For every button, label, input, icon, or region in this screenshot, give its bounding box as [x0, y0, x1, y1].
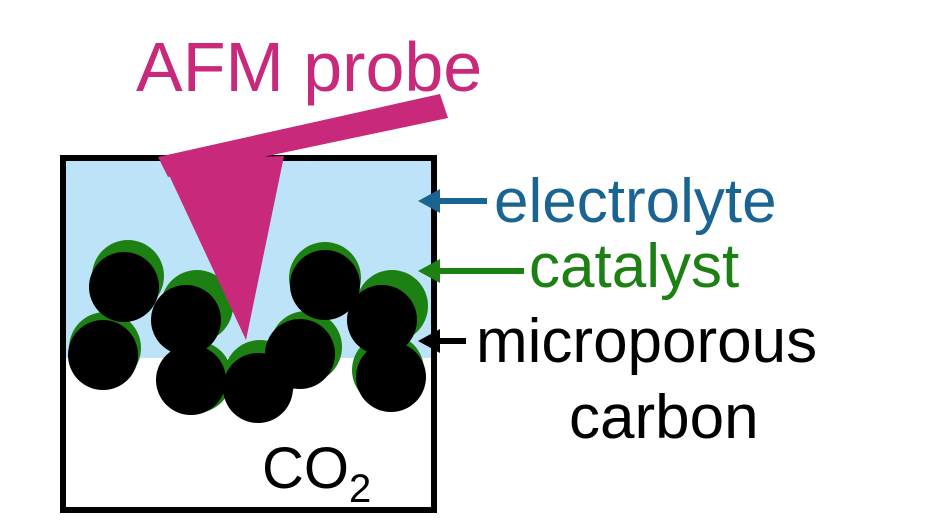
label-arrows — [418, 189, 524, 353]
carbon-particle — [290, 250, 360, 320]
carbon-particle — [68, 320, 138, 390]
carbon-label-line2: carbon — [569, 383, 759, 452]
afm-tip — [162, 156, 284, 340]
gas-label-main: CO — [262, 436, 349, 501]
carbon-particle — [89, 252, 159, 322]
afm-cantilever — [158, 94, 448, 177]
electrolyte-label: electrolyte — [494, 167, 777, 236]
electrolyte-arrow-head — [418, 189, 440, 213]
catalyst-label: catalyst — [529, 232, 739, 301]
probe-label: AFM probe — [136, 28, 482, 106]
carbon-particle — [265, 319, 335, 389]
carbon-particle — [356, 342, 426, 412]
carbon-particle — [347, 285, 417, 355]
carbon-label-line1: microporous — [476, 307, 817, 376]
gas-label: CO2 — [262, 436, 371, 511]
carbon-particle — [156, 345, 226, 415]
carbon-arrow-head — [418, 329, 440, 353]
gas-label-subscript: 2 — [349, 467, 371, 511]
afm-probe-shape — [158, 94, 448, 340]
carbon-layer — [68, 250, 426, 423]
carbon-particle — [151, 285, 221, 355]
catalyst-arrow-head — [418, 259, 440, 283]
